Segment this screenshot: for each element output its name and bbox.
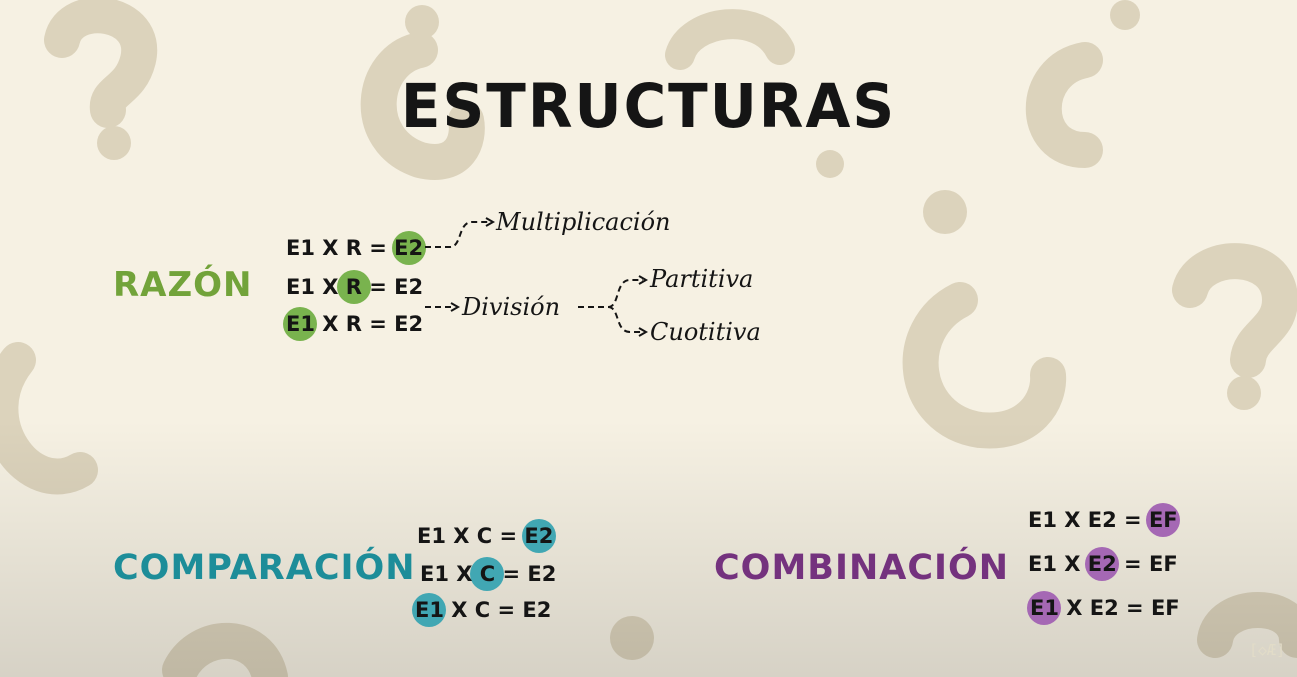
highlight-circle: E2 xyxy=(391,231,426,265)
question-mark-icon xyxy=(1172,243,1297,378)
razon-equation-2: E1 X R = E2 xyxy=(286,270,424,304)
equation-text: E1 X E2 = xyxy=(1028,508,1149,532)
highlighted-term: R xyxy=(345,275,362,299)
question-mark-dot-icon xyxy=(610,616,654,660)
combinacion-label: COMBINACIÓN xyxy=(714,548,1010,588)
highlight-circle: E1 xyxy=(412,593,447,627)
combinacion-equation-1: E1 X E2 = EF xyxy=(1028,503,1180,537)
highlight-circle: R xyxy=(336,270,372,304)
equation-text: E1 X xyxy=(286,275,346,299)
highlight-circle: E1 xyxy=(1027,591,1062,625)
equation-text: X C = E2 xyxy=(443,598,552,622)
channel-logo-icon: [◇Æ] xyxy=(1249,641,1286,659)
highlight-circle: E2 xyxy=(521,519,556,553)
comparacion-label: COMPARACIÓN xyxy=(113,548,416,588)
highlight-circle: E1 xyxy=(283,307,318,341)
inverted-question-mark-icon xyxy=(902,282,1067,449)
question-mark-dot-icon xyxy=(1227,376,1261,410)
division-label: División xyxy=(462,293,561,321)
inverted-question-mark-icon xyxy=(0,342,98,495)
question-mark-icon xyxy=(665,9,795,70)
highlighted-term: E1 xyxy=(286,312,315,336)
multiplicacion-label: Multiplicación xyxy=(496,208,671,236)
highlighted-term: E1 xyxy=(1030,596,1059,620)
question-mark-dot-icon xyxy=(1110,0,1140,30)
question-mark-dot-icon xyxy=(923,190,967,234)
highlighted-term: C xyxy=(479,562,496,586)
partitiva-label: Partitiva xyxy=(650,265,754,293)
highlighted-term: E2 xyxy=(524,524,554,548)
equation-text: E1 X R = xyxy=(286,236,395,260)
comparacion-equation-1: E1 X C = E2 xyxy=(417,519,556,553)
razon-equation-3: E1 X R = E2 xyxy=(283,307,424,341)
combinacion-equation-2: E1 X E2 = EF xyxy=(1028,547,1178,581)
question-mark-dot-icon xyxy=(816,150,844,178)
equation-text: = E2 xyxy=(361,275,424,299)
highlight-circle: E2 xyxy=(1085,547,1120,581)
highlighted-term: E2 xyxy=(1087,552,1117,576)
inverted-question-mark-icon xyxy=(162,622,288,677)
equation-text: E1 X C = xyxy=(417,524,525,548)
equation-text: X R = E2 xyxy=(314,312,424,336)
highlight-circle: EF xyxy=(1146,503,1180,537)
question-mark-dot-icon xyxy=(405,5,439,39)
equation-text: = E2 xyxy=(495,562,557,586)
highlighted-term: EF xyxy=(1148,508,1178,532)
equation-text: X E2 = EF xyxy=(1058,596,1180,620)
combinacion-equation-3: E1 X E2 = EF xyxy=(1027,591,1180,625)
comparacion-equation-3: E1 X C = E2 xyxy=(412,593,552,627)
razon-label: RAZÓN xyxy=(113,265,253,305)
equation-text: = EF xyxy=(1116,552,1178,576)
cuotitiva-label: Cuotitiva xyxy=(650,318,761,346)
inverted-question-mark-icon xyxy=(1025,42,1103,168)
inverted-question-mark-icon xyxy=(360,32,485,180)
question-mark-icon xyxy=(44,0,158,128)
question-mark-dot-icon xyxy=(97,126,131,160)
razon-equation-1: E1 X R = E2 xyxy=(286,231,426,265)
highlight-circle: C xyxy=(470,557,506,591)
equation-text: E1 X xyxy=(420,562,480,586)
highlighted-term: E2 xyxy=(394,236,424,260)
highlighted-term: E1 xyxy=(415,598,444,622)
question-mark-icon xyxy=(1197,592,1297,658)
comparacion-equation-2: E1 X C = E2 xyxy=(420,557,557,591)
equation-text: E1 X xyxy=(1028,552,1088,576)
page-title: ESTRUCTURAS xyxy=(400,70,897,142)
